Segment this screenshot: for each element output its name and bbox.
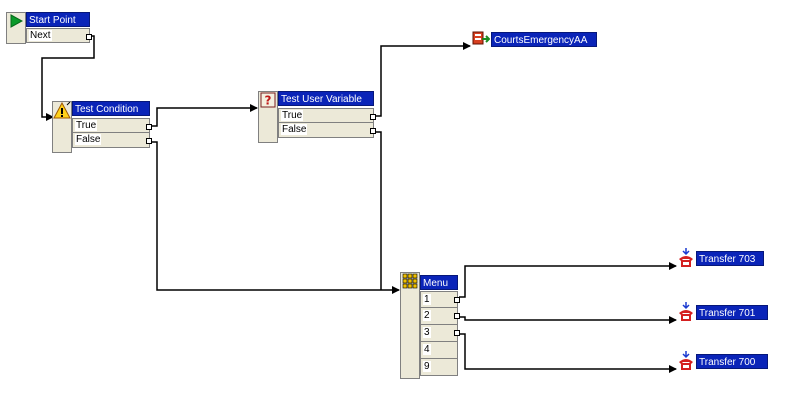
port-label: Next <box>29 30 52 41</box>
output-port-handle[interactable] <box>86 34 92 40</box>
port-label: 1 <box>423 294 431 305</box>
svg-text:?: ? <box>265 94 272 108</box>
port-next[interactable]: Next <box>26 28 92 43</box>
port-3[interactable]: 3 <box>420 325 460 342</box>
output-port-handle[interactable] <box>454 297 460 303</box>
phone-transfer-icon <box>679 248 693 267</box>
wire-menu-2-to-transfer-701 <box>459 316 677 324</box>
auto-attendant-icon <box>472 31 490 45</box>
node-title[interactable]: Test Condition <box>72 101 150 116</box>
node-title[interactable]: Menu <box>420 275 458 290</box>
wire-test-user-variable-false-stub <box>375 131 382 290</box>
node-title[interactable]: Transfer 700 <box>696 354 768 369</box>
wire-menu-1-to-transfer-703 <box>459 262 677 298</box>
port-false[interactable]: False <box>278 123 376 138</box>
node-title[interactable]: Transfer 703 <box>696 251 764 266</box>
port-9[interactable]: 9 <box>420 359 458 376</box>
port-2[interactable]: 2 <box>420 308 460 325</box>
node-title[interactable]: Start Point <box>26 12 90 27</box>
phone-transfer-icon <box>679 351 693 370</box>
output-port-handle[interactable] <box>146 124 152 130</box>
port-1[interactable]: 1 <box>420 291 460 308</box>
port-label: 2 <box>423 310 431 321</box>
wire-menu-3-to-transfer-700 <box>459 333 677 373</box>
question-icon: ? <box>260 92 276 108</box>
port-label: 9 <box>423 361 431 372</box>
wire-test-condition-true-to-test-user-variable <box>151 104 258 127</box>
port-4[interactable]: 4 <box>420 342 458 359</box>
port-true[interactable]: True <box>72 118 152 133</box>
node-title[interactable]: Test User Variable <box>278 91 374 106</box>
port-true[interactable]: True <box>278 108 376 123</box>
node-title[interactable]: Transfer 701 <box>696 305 768 320</box>
phone-transfer-icon <box>679 302 693 321</box>
port-label: False <box>75 134 102 145</box>
output-port-handle[interactable] <box>370 114 376 120</box>
port-label: True <box>75 120 98 131</box>
wire-test-user-variable-true-to-courts <box>375 42 471 117</box>
port-label: 3 <box>423 327 431 338</box>
warning-icon <box>53 102 71 119</box>
keypad-icon <box>402 273 418 289</box>
node-title[interactable]: CourtsEmergencyAA <box>491 32 597 47</box>
port-false[interactable]: False <box>72 133 152 148</box>
port-label: True <box>281 110 304 121</box>
output-port-handle[interactable] <box>454 313 460 319</box>
port-label: False <box>281 124 308 135</box>
port-label: 4 <box>423 344 431 355</box>
output-port-handle[interactable] <box>146 138 152 144</box>
output-port-handle[interactable] <box>370 128 376 134</box>
wire-test-condition-false-to-menu <box>151 141 400 294</box>
wire-start-next-to-test-condition <box>41 35 95 121</box>
output-port-handle[interactable] <box>454 330 460 336</box>
play-arrow-icon <box>10 14 23 28</box>
